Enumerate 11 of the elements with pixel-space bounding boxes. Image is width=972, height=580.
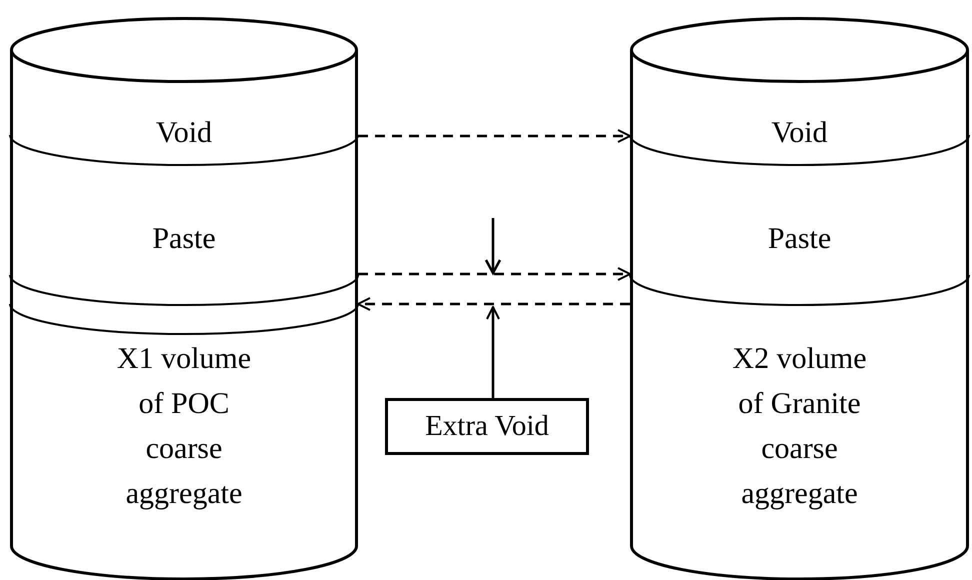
layer-label: X1 volume of POC coarse aggregate	[116, 341, 252, 512]
layer-label: Paste	[766, 221, 832, 257]
label-box: Extra Void	[385, 398, 589, 455]
arrow	[358, 129, 631, 143]
arrow	[358, 267, 631, 281]
layer-label: Paste	[151, 221, 217, 257]
layer-label: Void	[770, 115, 829, 151]
layer-label: Void	[154, 115, 214, 151]
layer-label: X2 volume of Granite coarse aggregate	[731, 341, 868, 512]
arrow	[357, 297, 630, 311]
arrow	[486, 306, 500, 398]
